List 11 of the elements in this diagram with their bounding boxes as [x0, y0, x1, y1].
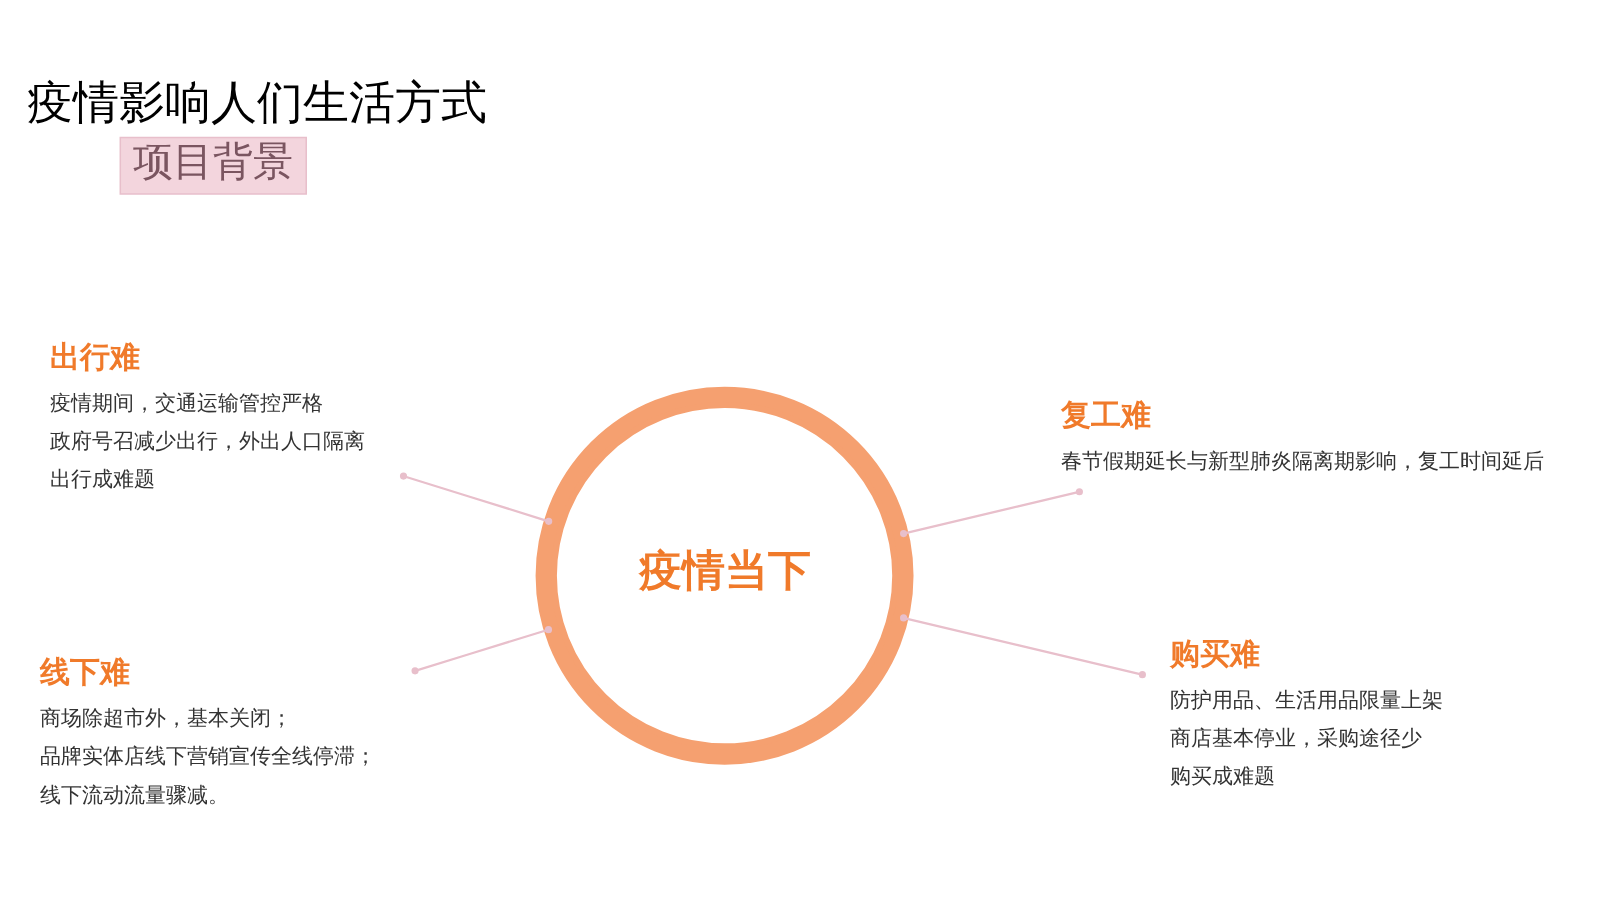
node-circle: 疫情当下 — [535, 386, 914, 765]
diagram-title: 疫情影响人们生活方式 — [26, 75, 487, 129]
node-text: 出行难 疫情期间，交通运输管控严格 政府号召减少出行，外出人口隔离 出行成难题 — [50, 338, 366, 492]
node-text: 复工难 春节假期延长与新型肺炎隔离期影响，复工时间延后 — [1061, 396, 1545, 473]
node-text: 购买难 防护用品、生活用品限量上架 商店基本停业，采购途径少 购买成难题 — [1169, 636, 1443, 789]
connector — [900, 488, 1083, 538]
connector — [399, 472, 553, 525]
node-text: 线下难 商场除超市外，基本关闭； 品牌实体店线下营销宣传全线停滞； 线下流动流量骤减。 — [39, 654, 376, 807]
connector — [411, 626, 553, 675]
label: 项目背景 — [133, 138, 294, 185]
connector — [900, 614, 1146, 679]
